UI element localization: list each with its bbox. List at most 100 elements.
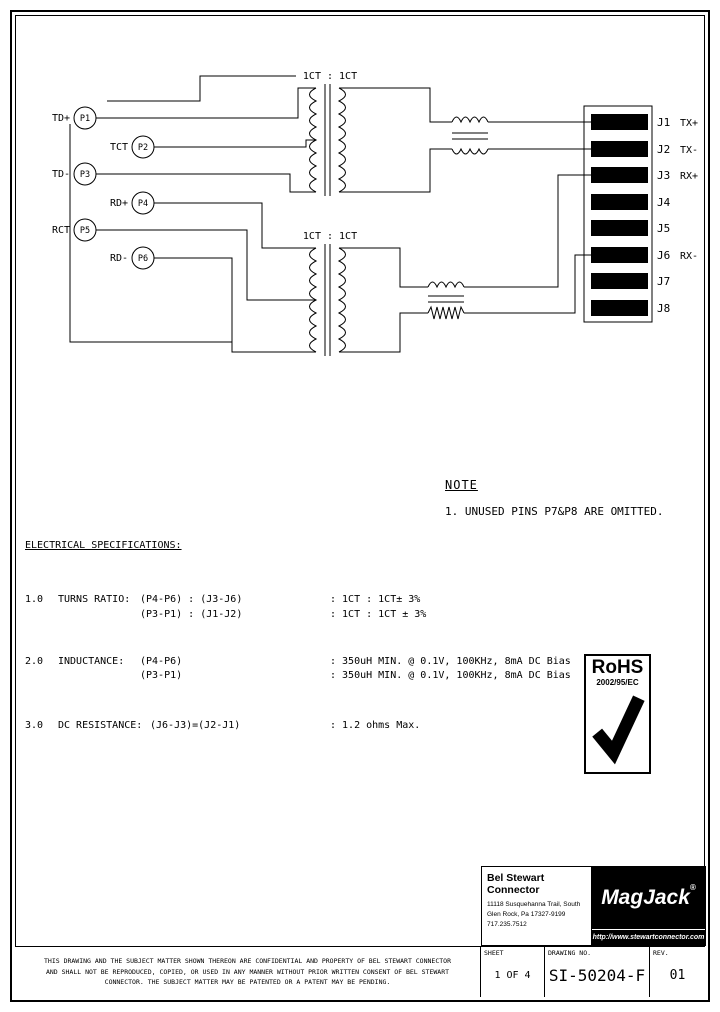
primary-pins: TD+ P1 TCT P2 TD- P3 RD+ P4 RCT P5 RD- P… (52, 106, 155, 270)
spec-turns-val2: : 1CT : 1CT ± 3% (330, 609, 427, 620)
disclaimer-box: THIS DRAWING AND THE SUBJECT MATTER SHOW… (15, 947, 481, 997)
disclaimer-line: AND SHALL NOT BE REPRODUCED, COPIED, OR … (45, 967, 450, 976)
jack-pin: J5 (591, 220, 670, 236)
magjack-logo: MagJack® (592, 867, 705, 929)
revision-label: REV. (653, 949, 669, 957)
jack-pin-label: J7 (657, 275, 670, 288)
jack-pin-signal: RX- (680, 251, 698, 262)
company-address-line2: Glen Rock, Pa 17327-9199 (487, 911, 566, 919)
company-name: Bel Stewart Connector (487, 872, 545, 896)
spec-inductance-num: 2.0 (25, 656, 44, 667)
spec-inductance-pins2: (P3-P1) (140, 670, 183, 681)
magjack-logo-area: MagJack® http://www.stewartconnector.com (592, 867, 705, 945)
specs-heading: ELECTRICAL SPECIFICATIONS: (25, 540, 182, 551)
signal-label: RD+ (110, 198, 128, 209)
spec-resistance-name: DC RESISTANCE: (58, 720, 143, 731)
spec-inductance-val2: : 350uH MIN. @ 0.1V, 100KHz, 8mA DC Bias (330, 670, 571, 681)
jack-pin: J1 TX+ (591, 114, 698, 130)
circuit-schematic: TD+ P1 TCT P2 TD- P3 RD+ P4 RCT P5 RD- P… (52, 71, 698, 356)
brand-name: MagJack (601, 886, 690, 909)
spec-inductance-pins1: (P4-P6) (140, 656, 183, 667)
disclaimer-line: CONNECTOR. THE SUBJECT MATTER MAY BE PAT… (104, 978, 391, 987)
jack-pin-label: J5 (657, 222, 670, 235)
title-block: Bel Stewart Connector 11118 Susquehanna … (481, 866, 706, 946)
jack-pin: J2 TX- (591, 141, 698, 157)
drawing-number-value: SI-50204-F (548, 965, 646, 985)
transformer-ratio-label: 1CT : 1CT (303, 71, 357, 82)
revision-box: REV. 01 (650, 947, 705, 997)
jack-pin-label: J1 (657, 116, 670, 129)
pin-circle-p5 (73, 218, 97, 242)
common-mode-choke-1 (451, 116, 489, 155)
note-section: NOTE 1. UNUSED PINS P7&P8 ARE OMITTED. (445, 478, 664, 518)
signal-label: TCT (110, 142, 128, 153)
spec-turns-val1: : 1CT : 1CT± 3% (330, 594, 421, 605)
note-item: 1. UNUSED PINS P7&P8 ARE OMITTED. (445, 505, 664, 518)
pin-circle-p2 (131, 135, 155, 159)
jack-pin: J7 (591, 273, 670, 289)
spec-turns-pins1: (P4-P6) : (J3-J6) (140, 594, 243, 605)
jack-pin-rect (591, 114, 648, 130)
jack-pin-label: J2 (657, 143, 670, 156)
schematic-wires (69, 75, 591, 353)
jack-pin-signal: RX+ (680, 171, 698, 182)
jack-pin-rect (591, 141, 648, 157)
signal-label: RD- (110, 253, 128, 264)
pin-label: P6 (138, 254, 148, 264)
jack-pin-rect (591, 247, 648, 263)
jack-pin-label: J8 (657, 302, 670, 315)
pin-label: P2 (138, 143, 148, 153)
spec-resistance-num: 3.0 (25, 720, 44, 731)
pin-label: P4 (138, 199, 148, 209)
rohs-directive: 2002/95/EC (596, 678, 639, 687)
rj45-connector: J1 TX+ J2 TX- J3 RX+ J4 J5 (583, 105, 698, 323)
jack-pin-rect (591, 273, 648, 289)
signal-label: TD+ (52, 113, 70, 124)
signal-label: RCT (52, 225, 70, 236)
sheet-label: SHEET (484, 949, 504, 957)
revision-value: 01 (669, 967, 686, 983)
rohs-checkmark-icon (591, 695, 645, 765)
note-title: NOTE (445, 478, 478, 492)
jack-pin: J8 (591, 300, 670, 316)
jack-pin-signal: TX- (680, 145, 698, 156)
jack-pin-rect (591, 194, 648, 210)
pin-circle-p1 (73, 106, 97, 130)
registered-mark: ® (689, 883, 696, 892)
disclaimer-line: THIS DRAWING AND THE SUBJECT MATTER SHOW… (44, 957, 451, 966)
rohs-title: RoHS (591, 657, 644, 678)
pin-circle-p4 (131, 191, 155, 215)
transformer-2: 1CT : 1CT (303, 231, 357, 356)
jack-pin-label: J6 (657, 249, 670, 262)
company-info: Bel Stewart Connector 11118 Susquehanna … (482, 867, 592, 945)
jack-pin-rect (591, 220, 648, 236)
company-phone: 717.235.7512 (487, 921, 527, 929)
jack-pin: J6 RX- (591, 247, 698, 263)
pin-label: P1 (80, 114, 90, 124)
transformer-ratio-label: 1CT : 1CT (303, 231, 357, 242)
jack-pin: J3 RX+ (591, 167, 698, 183)
spec-turns-num: 1.0 (25, 594, 44, 605)
spec-turns-name: TURNS RATIO: (58, 594, 131, 605)
drawing-number-label: DRAWING NO. (548, 949, 592, 957)
jack-pin-label: J4 (657, 196, 671, 209)
common-mode-choke-2 (427, 281, 465, 320)
jack-pin-rect (591, 300, 648, 316)
signal-label: TD- (52, 169, 70, 180)
rohs-badge: RoHS 2002/95/EC (584, 654, 651, 774)
company-address-line1: 11118 Susquehanna Trail, South (487, 901, 581, 908)
sheet-box: SHEET 1 OF 4 (481, 947, 545, 997)
sheet-value: 1 OF 4 (494, 969, 531, 981)
drawing-frame-outer (10, 10, 710, 1002)
pin-label: P3 (80, 170, 90, 180)
website-url: http://www.stewartconnector.com (592, 929, 705, 945)
drawing-number-box: DRAWING NO. SI-50204-F (545, 947, 650, 997)
pin-label: P5 (80, 226, 90, 236)
spec-inductance-name: INDUCTANCE: (58, 656, 125, 667)
spec-resistance-val1: : 1.2 ohms Max. (330, 720, 421, 731)
pin-circle-p3 (73, 162, 97, 186)
transformer-1: 1CT : 1CT (303, 71, 357, 196)
spec-inductance-val1: : 350uH MIN. @ 0.1V, 100KHz, 8mA DC Bias (330, 656, 571, 667)
pin-circle-p6 (131, 246, 155, 270)
